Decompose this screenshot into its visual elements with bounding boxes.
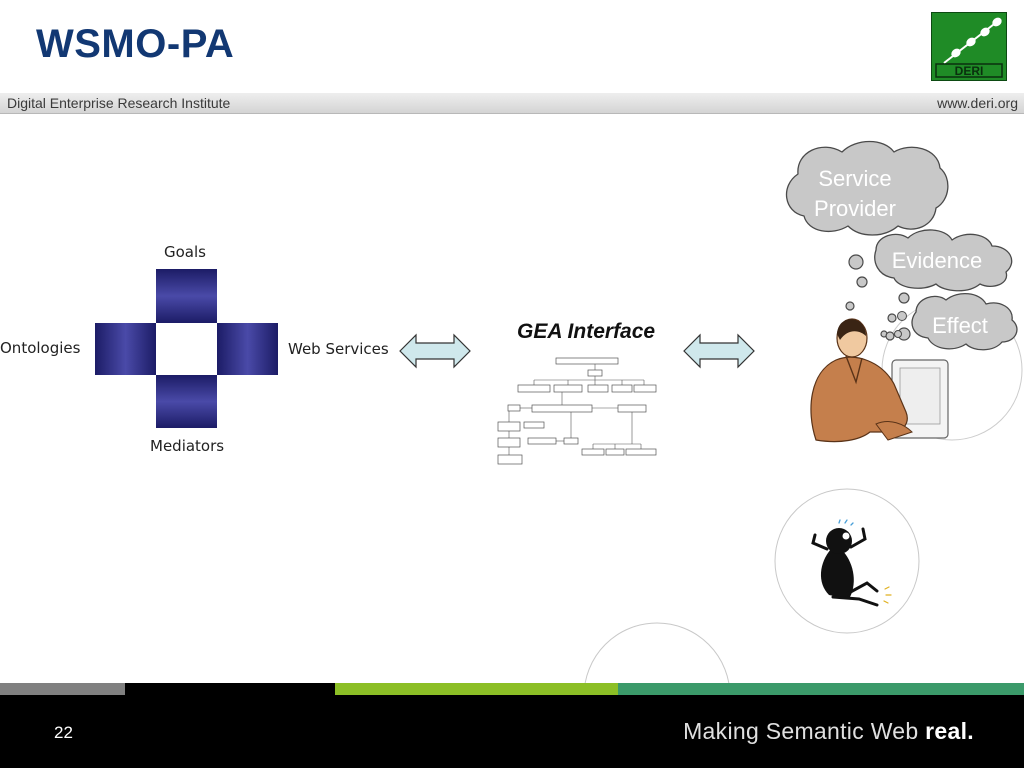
gea-interface-diagram-thumbnail xyxy=(497,357,657,465)
cloud-effect-text: Effect xyxy=(932,313,988,338)
tagline-bold: real. xyxy=(925,718,974,744)
cloud-effect xyxy=(911,293,1018,351)
tagline-regular: Making Semantic Web xyxy=(683,718,919,744)
logo-text: DERI xyxy=(955,64,984,78)
ontologies-label: Ontologies xyxy=(0,339,81,357)
organization-url[interactable]: www.deri.org xyxy=(937,95,1018,111)
cloud-evidence-text: Evidence xyxy=(891,248,983,273)
footer-color-strip xyxy=(0,683,1024,696)
page-number: 22 xyxy=(54,723,73,742)
mediators-label: Mediators xyxy=(150,437,225,455)
wsmo-cross-diagram xyxy=(95,269,278,428)
web-services-label: Web Services xyxy=(288,340,389,358)
ontologies-block xyxy=(95,323,156,375)
center-block xyxy=(156,323,217,375)
cloud-service-provider-line1: Service xyxy=(818,166,892,191)
mediators-block xyxy=(156,375,217,428)
goals-label: Goals xyxy=(164,243,206,261)
cloud-evidence xyxy=(874,229,1013,292)
double-arrow-left xyxy=(399,333,471,369)
deri-logo: DERI xyxy=(931,12,1007,81)
decorative-circle xyxy=(583,622,731,696)
cloud-service-provider-line2: Provider xyxy=(814,196,896,221)
thinking-person-icon xyxy=(810,300,1023,443)
gea-interface-label: GEA Interface xyxy=(517,320,656,343)
web-services-block xyxy=(217,323,278,375)
tagline: Making Semantic Web real. xyxy=(683,718,974,745)
footer xyxy=(0,695,1024,768)
header-band xyxy=(0,93,1024,114)
organization-name: Digital Enterprise Research Institute xyxy=(7,95,231,111)
double-arrow-right xyxy=(683,333,755,369)
thought-clouds xyxy=(785,140,1018,351)
surprised-person-icon xyxy=(774,488,920,634)
goals-block xyxy=(156,269,217,323)
slide-title: WSMO-PA xyxy=(36,22,235,66)
cloud-service-provider xyxy=(785,140,949,236)
cloud-service-provider-text: Service Provider xyxy=(806,164,904,224)
